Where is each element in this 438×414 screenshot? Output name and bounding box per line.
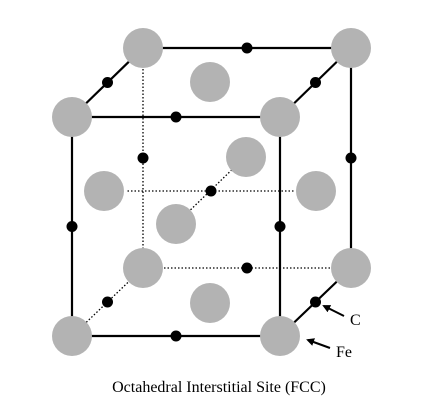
c-interstitial-atom — [137, 152, 149, 164]
fe-atoms — [52, 28, 371, 356]
fe-face-atom — [296, 171, 336, 211]
fe-corner-atom — [331, 248, 371, 288]
c-interstitial-atom — [241, 42, 253, 54]
fe-corner-atom — [52, 97, 92, 137]
fe-corner-atom — [331, 28, 371, 68]
c-interstitial-atom — [66, 221, 78, 232]
fe-label-arrow — [306, 338, 331, 349]
c-interstitial-atom-center — [205, 185, 217, 197]
c-interstitial-atom — [102, 77, 113, 88]
fe-corner-atom — [52, 316, 92, 356]
c-interstitial-atom — [274, 221, 286, 232]
c-interstitial-atom — [170, 330, 182, 342]
fe-face-atom — [226, 137, 266, 177]
c-atoms — [66, 42, 357, 342]
fe-face-atom — [190, 283, 230, 323]
fe-label: Fe — [336, 344, 352, 361]
c-label-arrow — [322, 305, 345, 317]
fe-corner-atom — [260, 316, 300, 356]
c-interstitial-atom — [241, 262, 253, 274]
c-interstitial-atom — [102, 296, 113, 308]
fe-corner-atom — [123, 248, 163, 288]
c-interstitial-atom — [345, 152, 357, 164]
c-interstitial-atom — [310, 296, 321, 308]
fe-corner-atom — [260, 97, 300, 137]
c-label: C — [350, 312, 361, 329]
fe-face-atom — [190, 62, 230, 102]
fe-corner-atom — [123, 28, 163, 68]
caption: Octahedral Interstitial Site (FCC) — [112, 379, 326, 396]
c-interstitial-atom — [310, 77, 321, 88]
fe-face-atom — [84, 171, 124, 211]
c-interstitial-atom — [170, 111, 182, 123]
fe-face-atom — [156, 204, 196, 244]
